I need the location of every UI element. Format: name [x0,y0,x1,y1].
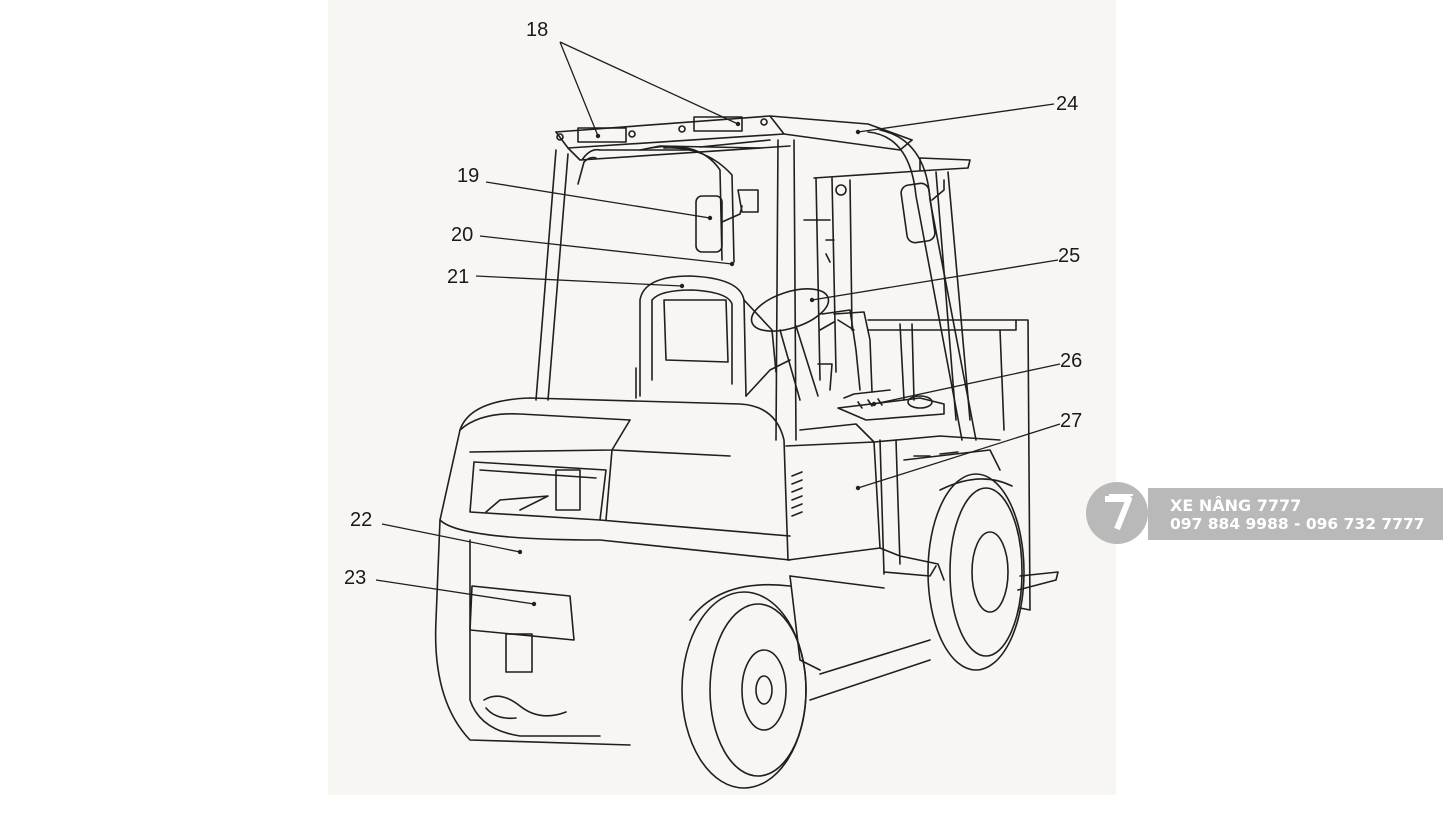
mast-and-forks [803,157,1059,611]
overhead-guard [535,115,977,441]
callout-21: 21 [447,266,469,288]
callout-19: 19 [457,165,479,187]
counterweight-body [434,397,1001,746]
leader-21 [475,275,683,287]
callout-dots [517,121,877,607]
leader-23 [375,579,535,605]
brand-name: XE NÂNG 7777 [1170,496,1302,515]
callout-22: 22 [350,509,372,531]
front-wheel [809,473,1025,701]
leader-18-left [559,41,599,137]
brand-phone-numbers: 097 884 9988 - 096 732 7777 [1170,515,1425,533]
callout-20: 20 [451,224,473,246]
logo-seven-icon [1105,494,1133,531]
callout-26: 26 [1060,350,1082,372]
leader-18-right [559,41,739,125]
leader-26 [873,363,1061,405]
watermark-band [1148,488,1443,540]
instrument-panel [837,389,945,421]
rear-view-mirrors [695,179,945,253]
diagram-paper [328,0,1116,795]
leader-25 [811,259,1059,301]
leader-20 [479,235,733,265]
callout-27: 27 [1060,410,1082,432]
leader-27 [857,423,1061,489]
callout-leader-lines [375,41,1061,605]
watermark-card: XE NÂNG 7777 097 884 9988 - 096 732 7777 [1086,482,1443,544]
leader-24 [857,103,1055,133]
leader-22 [381,523,521,553]
callout-24: 24 [1056,93,1078,115]
callout-23: 23 [344,567,366,589]
forklift-drawing [434,115,1059,789]
brand-logo [1086,482,1148,544]
rear-wheel [681,575,821,789]
callout-25: 25 [1058,245,1080,267]
callout-18: 18 [526,19,548,41]
operator-seat [635,275,791,399]
leader-19 [485,181,711,219]
